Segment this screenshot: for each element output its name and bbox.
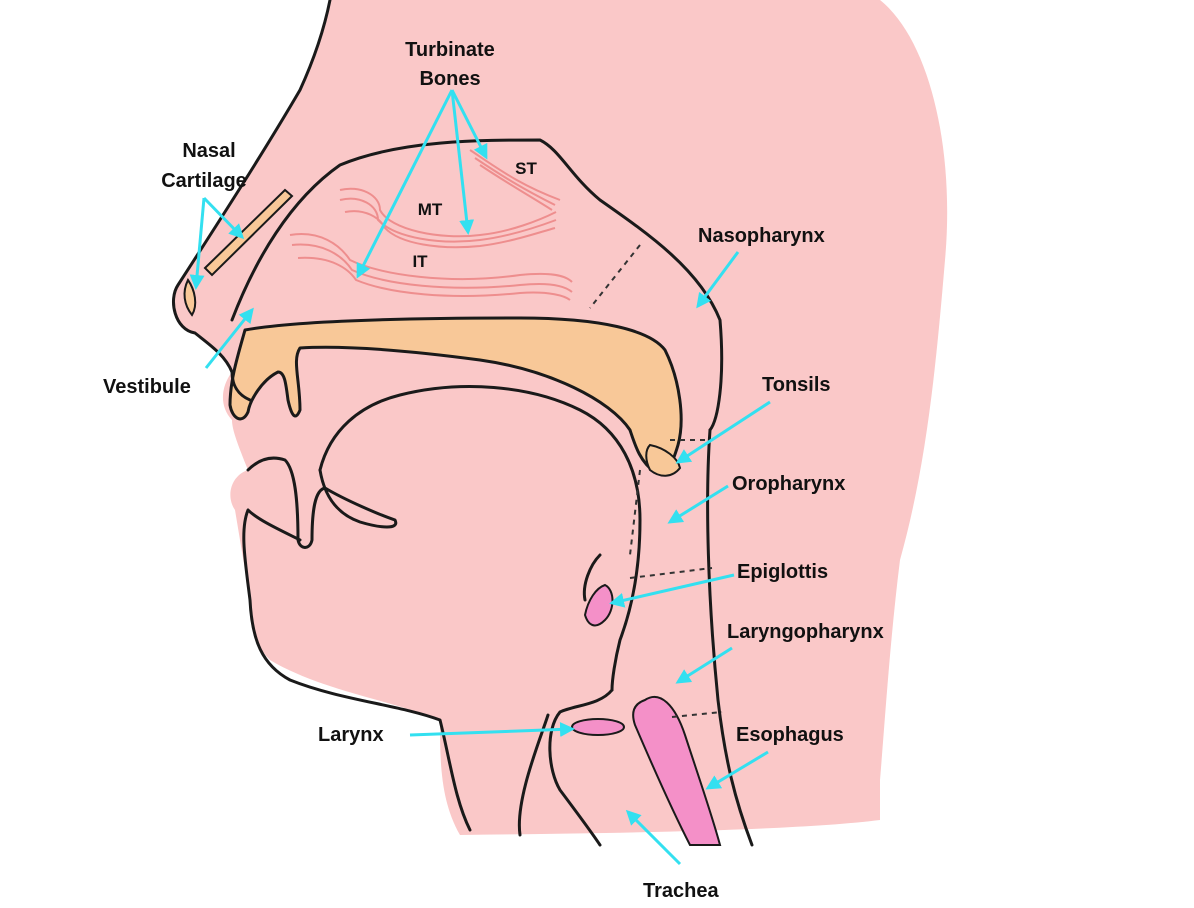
arrow-epiglottis (609, 573, 735, 608)
chin-neck-outline (242, 508, 472, 832)
inferior-turbinate (289, 233, 573, 301)
nasal-cartilage (203, 188, 294, 277)
arrow-nasal-cartilage-lower (189, 197, 206, 290)
label-turbinate-line1: Turbinate (405, 39, 495, 61)
label-mt: MT (418, 200, 443, 219)
pharynx-posterior-wall (706, 428, 754, 847)
esophagus-boundary (671, 711, 723, 718)
arrow-larynx (409, 721, 575, 737)
epiglottis-tip (582, 553, 602, 602)
nasal-cavity-outline (230, 138, 724, 432)
arrow-turbinate-to-it (356, 89, 454, 279)
label-st: ST (515, 159, 537, 178)
arrow-laryngopharynx (675, 646, 733, 684)
tongue-outline (318, 385, 642, 692)
larynx-trachea-outline (548, 688, 614, 847)
label-oropharynx: Oropharynx (732, 473, 845, 495)
arrow-turbinate-to-st (450, 89, 488, 160)
arrow-turbinate-to-mt (450, 89, 475, 235)
arrow-oropharynx (667, 484, 729, 524)
label-nasopharynx: Nasopharynx (698, 225, 825, 247)
arrow-tonsils (675, 400, 771, 464)
larynx-structure (571, 718, 625, 736)
esophagus (632, 695, 722, 846)
label-turbinate-line2: Bones (419, 68, 480, 90)
epiglottis-boundary (629, 567, 713, 579)
trachea-front-wall (517, 713, 550, 837)
oropharynx-front-boundary (629, 469, 641, 556)
palate (228, 316, 683, 475)
middle-turbinate (339, 187, 557, 249)
arrow-nasopharynx (696, 251, 740, 309)
arrow-esophagus (705, 750, 769, 790)
label-vestibule: Vestibule (103, 376, 191, 398)
tonsils (645, 443, 682, 477)
label-laryngopharynx: Laryngopharynx (727, 621, 884, 643)
label-nasal-line1: Nasal (182, 140, 235, 162)
label-esophagus: Esophagus (736, 724, 844, 746)
label-tonsils: Tonsils (762, 374, 831, 396)
nasopharynx-boundary (589, 244, 641, 309)
head-silhouette (173, 0, 948, 835)
label-nasal-line2: Cartilage (161, 170, 247, 192)
label-larynx: Larynx (318, 724, 384, 746)
face-profile-outline (172, 0, 332, 374)
label-trachea: Trachea (643, 880, 719, 902)
arrow-trachea (625, 809, 682, 866)
oral-cavity-floor (230, 370, 398, 549)
arrow-vestibule (204, 307, 254, 369)
label-it: IT (412, 252, 428, 271)
label-epiglottis: Epiglottis (737, 561, 828, 583)
arrow-nasal-cartilage-upper (202, 196, 245, 240)
